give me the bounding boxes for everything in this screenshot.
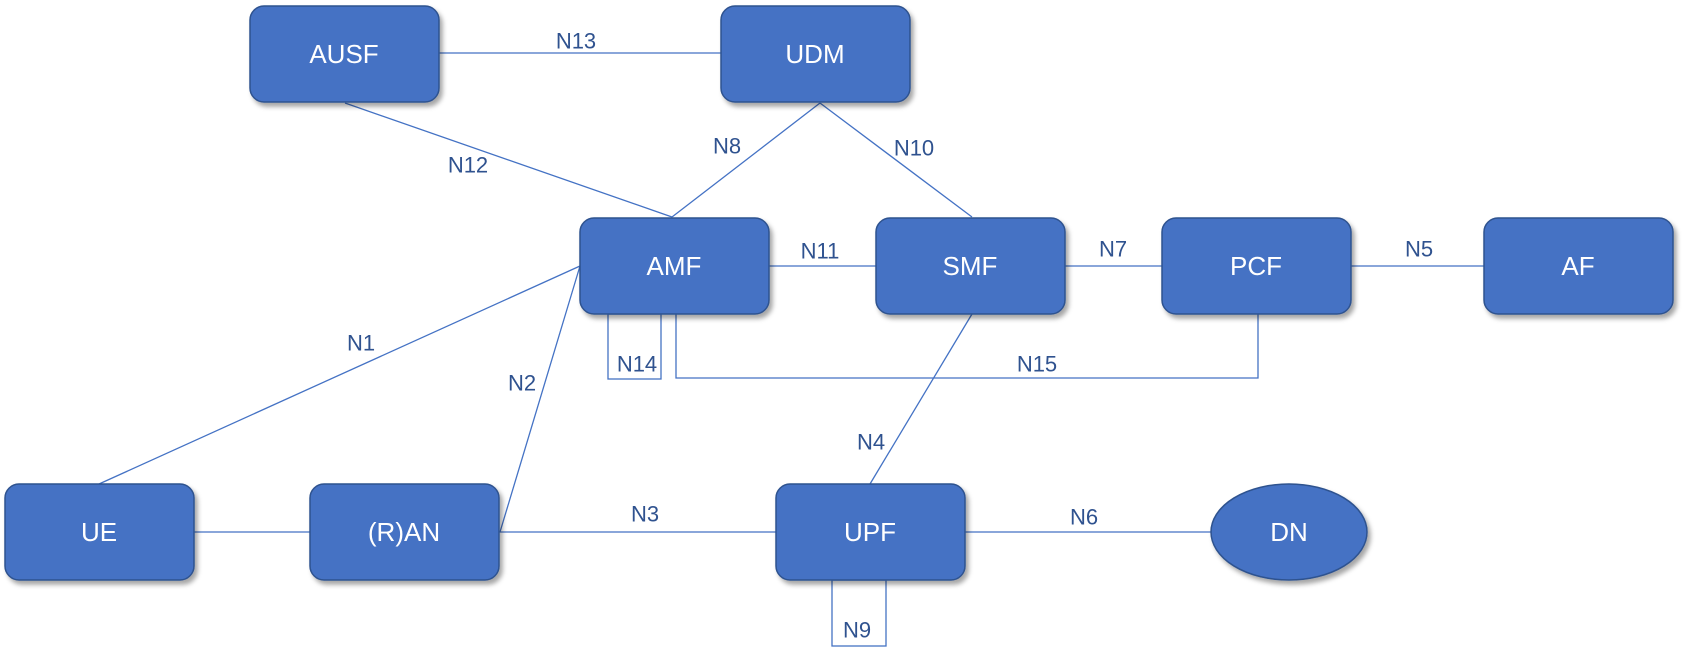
label-n7: N7 [1099, 237, 1127, 262]
node-smf-label: SMF [943, 251, 998, 281]
node-smf[interactable]: SMF [875, 217, 1066, 315]
label-n2: N2 [508, 371, 536, 396]
label-n3: N3 [631, 502, 659, 527]
node-udm-label: UDM [785, 39, 844, 69]
node-amf-label: AMF [647, 251, 702, 281]
label-n6: N6 [1070, 505, 1098, 530]
node-amf[interactable]: AMF [579, 217, 770, 315]
label-n13: N13 [556, 29, 596, 54]
node-upf-label: UPF [844, 517, 896, 547]
link-n2 [499, 265, 581, 533]
label-n9: N9 [843, 618, 871, 643]
link-n15 [675, 314, 1259, 379]
label-n15: N15 [1017, 352, 1057, 377]
node-dn-label: DN [1270, 517, 1308, 547]
node-upf[interactable]: UPF [775, 483, 966, 581]
node-ue-label: UE [81, 517, 117, 547]
label-n11: N11 [801, 239, 840, 264]
link-labels: N13 N12 N8 N10 N11 N7 N5 N1 N2 N14 N15 N… [347, 29, 1433, 643]
link-n4 [869, 313, 973, 485]
node-ue[interactable]: UE [4, 483, 195, 581]
label-n14: N14 [617, 352, 657, 377]
node-af[interactable]: AF [1483, 217, 1674, 315]
node-pcf[interactable]: PCF [1161, 217, 1352, 315]
node-ausf[interactable]: AUSF [249, 5, 440, 103]
label-n4: N4 [857, 430, 885, 455]
node-dn[interactable]: DN [1210, 483, 1368, 581]
label-n5: N5 [1405, 237, 1433, 262]
label-n12: N12 [448, 153, 488, 178]
label-n8: N8 [713, 134, 741, 159]
label-n10: N10 [894, 136, 934, 161]
node-af-label: AF [1561, 251, 1594, 281]
link-n10 [819, 102, 973, 218]
label-n1: N1 [347, 331, 375, 356]
node-pcf-label: PCF [1230, 251, 1282, 281]
node-ran-label: (R)AN [368, 517, 440, 547]
link-n12 [344, 102, 673, 218]
link-n1 [98, 265, 581, 485]
node-ausf-label: AUSF [309, 39, 378, 69]
node-udm[interactable]: UDM [720, 5, 911, 103]
link-n8 [671, 102, 821, 218]
node-ran[interactable]: (R)AN [309, 483, 500, 581]
